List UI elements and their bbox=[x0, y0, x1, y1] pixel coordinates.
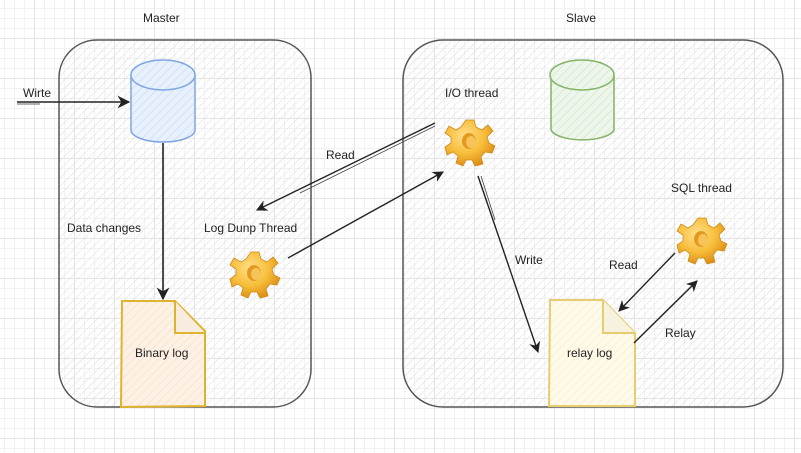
dump-to-io-arrow bbox=[287, 171, 444, 259]
slave-title: Slave bbox=[566, 11, 597, 25]
write-label: Wirte bbox=[23, 86, 51, 100]
relay-arrow-relay-to-sql bbox=[633, 280, 698, 344]
master-database-icon bbox=[130, 59, 196, 143]
write-label-slave: Write bbox=[515, 253, 543, 267]
binary-log-label: Binary log bbox=[135, 346, 189, 360]
write-arrow-io-to-relay bbox=[477, 175, 541, 354]
read-label-slave: Read bbox=[609, 258, 638, 272]
read-arrow-sql-to-relay bbox=[618, 252, 676, 312]
binary-log-document bbox=[119, 300, 206, 409]
read-label-cross: Read bbox=[326, 148, 355, 162]
master-title: Master bbox=[143, 11, 180, 25]
data-changes-label: Data changes bbox=[67, 221, 142, 235]
read-arrow-io-to-dump bbox=[255, 122, 436, 211]
relay-log-document bbox=[547, 299, 636, 407]
relay-log-label: relay log bbox=[567, 346, 613, 360]
slave-database-icon bbox=[549, 59, 615, 141]
sql-thread-label: SQL thread bbox=[671, 181, 732, 195]
relay-label: Relay bbox=[665, 326, 696, 340]
io-thread-label: I/O thread bbox=[445, 86, 499, 100]
log-dump-thread-label: Log Dunp Thread bbox=[204, 221, 298, 235]
